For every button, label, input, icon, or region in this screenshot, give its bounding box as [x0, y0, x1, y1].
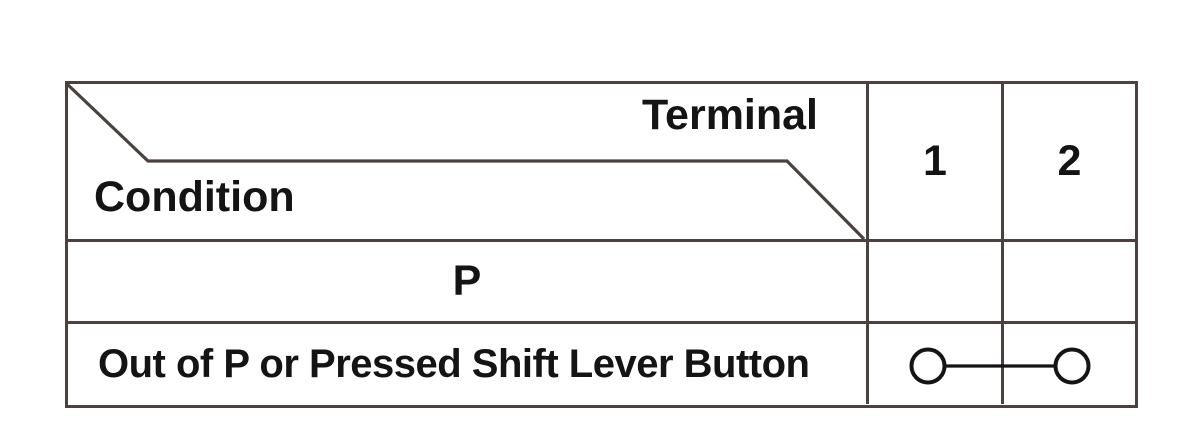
- condition-header-label: Condition: [94, 173, 295, 221]
- condition-cell-p: P: [68, 242, 869, 324]
- terminal-header-label: Terminal: [641, 91, 818, 139]
- terminal-condition-table: Terminal Condition 1 2 P Out of P or Pre…: [65, 81, 1138, 408]
- column-header-terminal-2: 2: [1004, 84, 1135, 242]
- value-cell-outofp-terminal-1: [869, 324, 1004, 404]
- value-cell-outofp-terminal-2: [1004, 324, 1135, 404]
- header-corner-cell: Terminal Condition: [68, 84, 869, 242]
- column-header-terminal-1: 1: [869, 84, 1004, 242]
- value-cell-p-terminal-2: [1004, 242, 1135, 324]
- value-cell-p-terminal-1: [869, 242, 1004, 324]
- condition-cell-out-of-p: Out of P or Pressed Shift Lever Button: [68, 324, 869, 404]
